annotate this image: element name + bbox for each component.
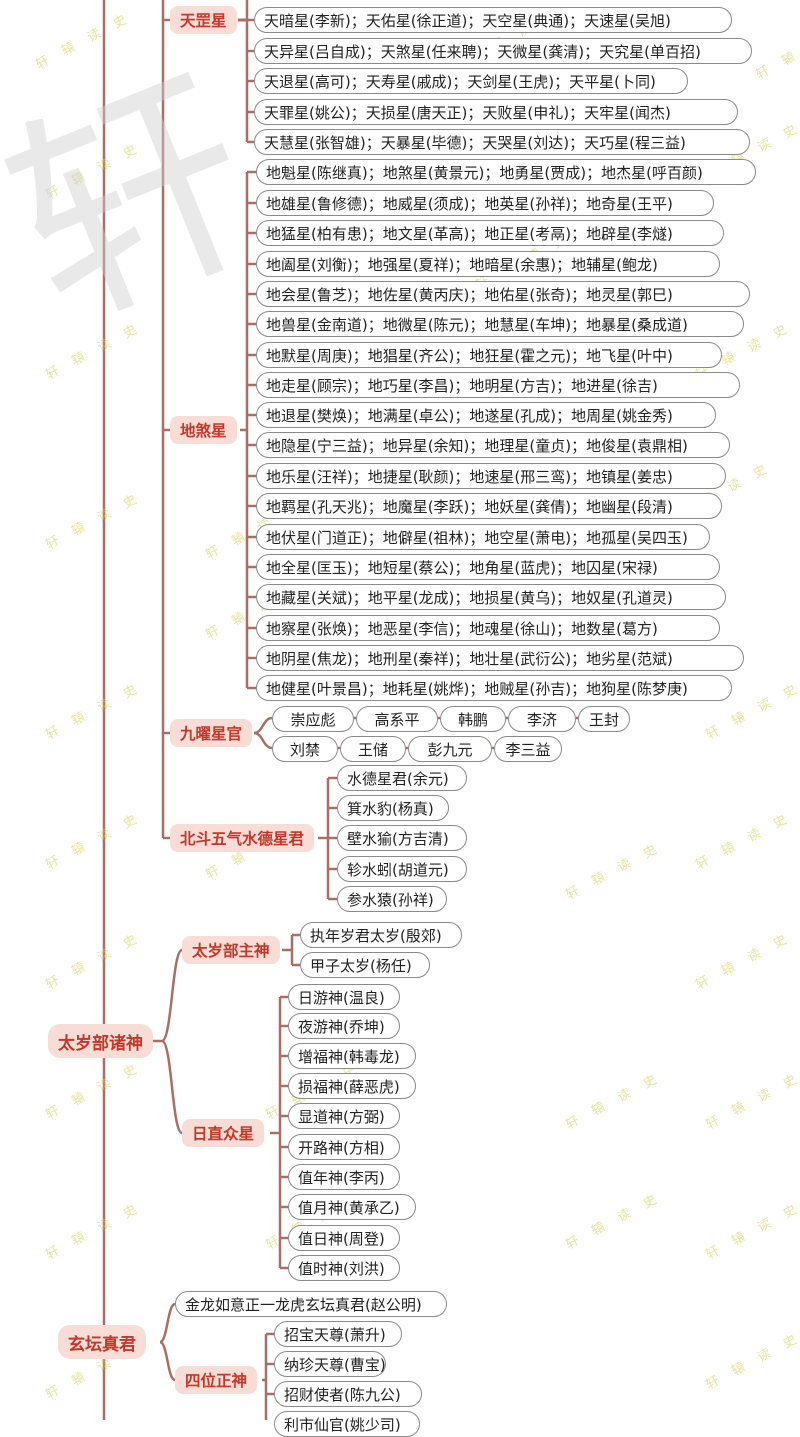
siwei-item: 利市仙官(姚少司): [274, 1411, 420, 1437]
disha-row: 地走星(顾宗)；地巧星(李昌)；地明星(方吉)；地进星(徐吉): [256, 372, 740, 398]
taisui-main-item: 甲子太岁(杨任): [300, 952, 430, 978]
beidou-item: 壁水㺄(方吉清): [337, 825, 467, 851]
disha-row: 地伏星(门道正)；地僻星(祖林)；地空星(萧电)；地孤星(吴四玉): [256, 524, 710, 550]
jiuyao-name: 李济: [508, 706, 576, 732]
disha-row: 地退星(樊焕)；地满星(卓公)；地遂星(孔成)；地周星(姚金秀): [256, 402, 716, 428]
jiuyao-name: 刘禁: [272, 736, 338, 762]
disha-row: 地全星(匡玉)；地短星(蔡公)；地角星(蓝虎)；地囚星(宋禄): [256, 554, 720, 580]
disha-row: 地兽星(金南道)；地微星(陈元)；地慧星(车坤)；地暴星(桑成道): [256, 311, 744, 337]
rizhi-item: 显道神(方弼): [288, 1103, 400, 1129]
disha-row: 地乐星(汪祥)；地捷星(耿颜)；地速星(邢三鸾)；地镇星(姜忠): [256, 463, 726, 489]
jiuyao-name: 崇应彪: [272, 706, 354, 732]
disha-row: 地魁星(陈继真)；地煞星(黄景元)；地勇星(贾成)；地杰星(呼百颜): [256, 159, 756, 185]
jiuyao-name: 彭九元: [408, 736, 492, 762]
rizhi-item: 值月神(黄承乙): [288, 1194, 416, 1220]
rizhi-item: 损福神(薛恶虎): [288, 1073, 416, 1099]
rizhi-item: 夜游神(乔坤): [288, 1013, 400, 1039]
disha-row: 地察星(张焕)；地恶星(李信)；地魂星(徐山)；地数星(葛方): [256, 615, 720, 641]
category-siwei: 四位正神: [175, 1366, 258, 1394]
connector-curve: [253, 731, 273, 750]
jiuyao-name: 李三益: [494, 736, 562, 762]
tiangang-row: 天慧星(张智雄)；天暴星(毕德)；天哭星(刘达)；天巧星(程三益): [254, 129, 750, 155]
connector-curve: [160, 948, 184, 1043]
category-rizhi: 日直众星: [182, 1119, 265, 1147]
connector-curve: [159, 1340, 176, 1382]
rizhi-item: 值年神(李丙): [288, 1164, 400, 1190]
category-disha: 地煞星: [170, 416, 237, 444]
taisui-main-item: 执年岁君太岁(殷郊): [300, 922, 462, 948]
connector-curve: [159, 1302, 176, 1344]
xuantan-main: 金龙如意正一龙虎玄坛真君(赵公明): [175, 1291, 447, 1317]
siwei-item: 招宝天尊(萧升): [274, 1321, 402, 1347]
jiuyao-name: 王储: [340, 736, 406, 762]
siwei-item: 纳珍天尊(曹宝): [274, 1351, 386, 1377]
connector-curve: [253, 716, 273, 735]
tiangang-row: 天退星(高可)；天寿星(戚成)；天剑星(王虎)；天平星(卜同): [254, 68, 688, 94]
rizhi-item: 值时神(刘洪): [288, 1255, 400, 1281]
beidou-item: 参水猿(孙祥): [337, 886, 447, 912]
category-taisui-main: 太岁部主神: [182, 936, 280, 964]
disha-row: 地阴星(焦龙)；地刑星(秦祥)；地壮星(武衍公)；地劣星(范斌): [256, 645, 744, 671]
category-xuantan: 玄坛真君: [58, 1325, 146, 1359]
jiuyao-name: 高系平: [356, 706, 438, 732]
beidou-item: 水德星君(余元): [337, 765, 467, 791]
disha-row: 地阖星(刘衡)；地强星(夏祥)；地暗星(余惠)；地辅星(鲍龙): [256, 251, 720, 277]
rizhi-item: 增福神(韩毒龙): [288, 1043, 416, 1069]
tiangang-row: 天罪星(姚公)；天损星(唐天正)；天败星(申礼)；天牢星(闻杰): [254, 99, 738, 125]
rizhi-item: 开路神(方相): [288, 1134, 400, 1160]
disha-row: 地隐星(宁三益)；地异星(余知)；地理星(童贞)；地俊星(袁鼎相): [256, 432, 730, 458]
category-jiuyao: 九曜星官: [170, 719, 253, 747]
siwei-item: 招财使者(陈九公): [274, 1381, 422, 1407]
rizhi-item: 值日神(周登): [288, 1225, 400, 1251]
tiangang-row: 天异星(吕自成)；天煞星(任来聘)；天微星(龚清)；天究星(单百招): [254, 38, 752, 64]
disha-row: 地会星(鲁芝)；地佐星(黄丙庆)；地佑星(张奇)；地灵星(郭巳): [256, 281, 750, 307]
jiuyao-name: 韩鹏: [440, 706, 506, 732]
beidou-item: 轸水蚓(胡道元): [337, 856, 467, 882]
category-tiangang: 天罡星: [170, 6, 237, 34]
connector-curve: [160, 1039, 184, 1135]
beidou-item: 箕水豹(杨真): [337, 795, 449, 821]
category-beidou: 北斗五气水德星君: [170, 824, 315, 852]
category-taisui: 太岁部诸神: [48, 1024, 153, 1058]
disha-row: 地猛星(柏有患)；地文星(革高)；地正星(考鬲)；地辟星(李燧): [256, 220, 724, 246]
disha-row: 地雄星(鲁修德)；地威星(须成)；地英星(孙祥)；地奇星(王平): [256, 190, 714, 216]
disha-row: 地健星(叶景昌)；地耗星(姚烨)；地贼星(孙吉)；地狗星(陈梦庚): [256, 675, 732, 701]
tiangang-row: 天暗星(李新)；天佑星(徐正道)；天空星(典通)；天速星(吴旭): [254, 7, 732, 33]
disha-row: 地羁星(孔天兆)；地魔星(李跃)；地妖星(龚倩)；地幽星(段清): [256, 493, 722, 519]
jiuyao-name: 王封: [578, 706, 630, 732]
disha-row: 地藏星(关斌)；地平星(龙成)；地损星(黄乌)；地奴星(孔道灵): [256, 584, 726, 610]
disha-row: 地默星(周庚)；地猖星(齐公)；地狂星(霍之元)；地飞星(叶中): [256, 342, 722, 368]
rizhi-item: 日游神(温良): [288, 984, 400, 1010]
